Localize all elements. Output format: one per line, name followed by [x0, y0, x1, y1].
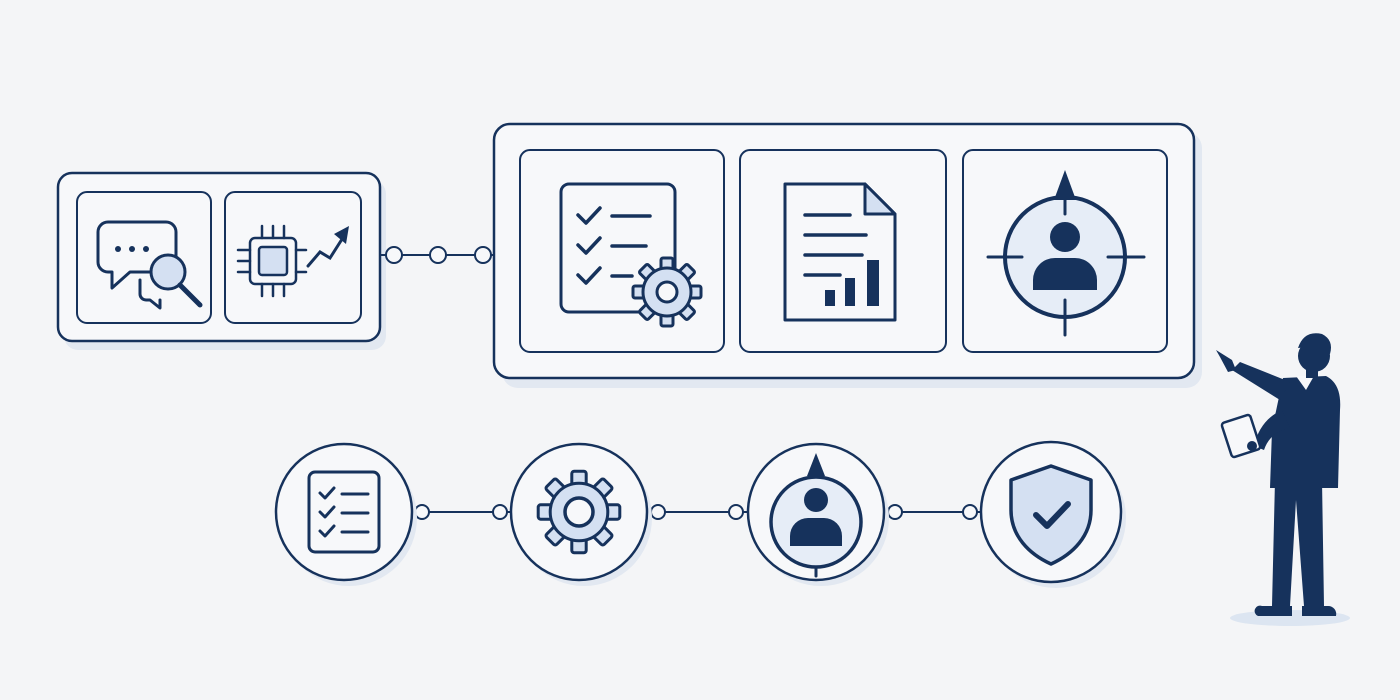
shield-check-icon	[1009, 464, 1093, 566]
execution-group	[492, 122, 1202, 388]
flow-node-user-target	[746, 442, 889, 586]
chat-search-icon	[96, 220, 203, 310]
checklist-icon	[307, 470, 381, 554]
flow-node-checklist	[274, 442, 417, 586]
user-target-icon	[986, 170, 1146, 337]
group-connector	[380, 246, 494, 264]
presenter-with-tablet-icon	[1216, 333, 1350, 626]
flow-connectors	[410, 504, 984, 520]
report-chart-icon	[783, 182, 897, 322]
flow-node-shield	[979, 440, 1126, 588]
insight-group	[56, 171, 386, 350]
user-target-icon	[769, 453, 863, 578]
checklist-gear-icon	[559, 182, 703, 328]
flow-node-gear	[509, 442, 652, 586]
chip-growth-icon	[236, 224, 349, 298]
gear-icon	[536, 469, 622, 555]
